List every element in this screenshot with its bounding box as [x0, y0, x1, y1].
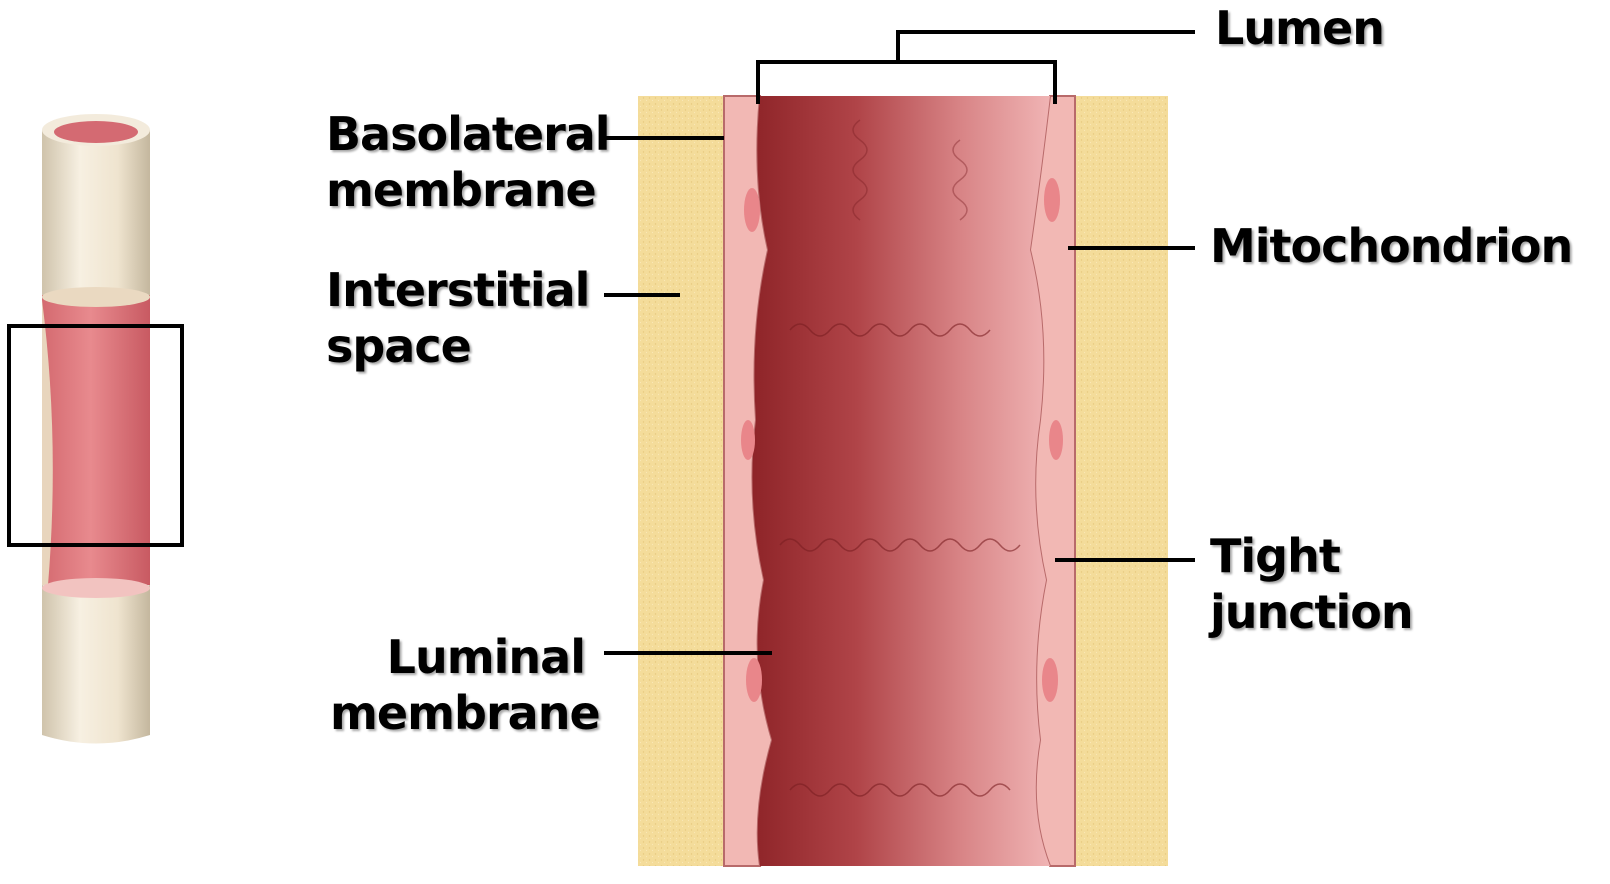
lumen-label: Lumen — [1215, 0, 1384, 56]
tubule-overview — [42, 114, 150, 744]
enlarged-section — [638, 96, 1168, 866]
lumen-bracket — [758, 32, 1195, 104]
tight-junction-label: Tight junction — [1210, 528, 1413, 640]
luminal-membrane-label: Luminal membrane — [330, 629, 585, 741]
mitochondrion-label: Mitochondrion — [1210, 218, 1572, 274]
basolateral-membrane-label: Basolateral membrane — [326, 106, 610, 218]
interstitial-space-label: Interstitial space — [326, 262, 589, 374]
